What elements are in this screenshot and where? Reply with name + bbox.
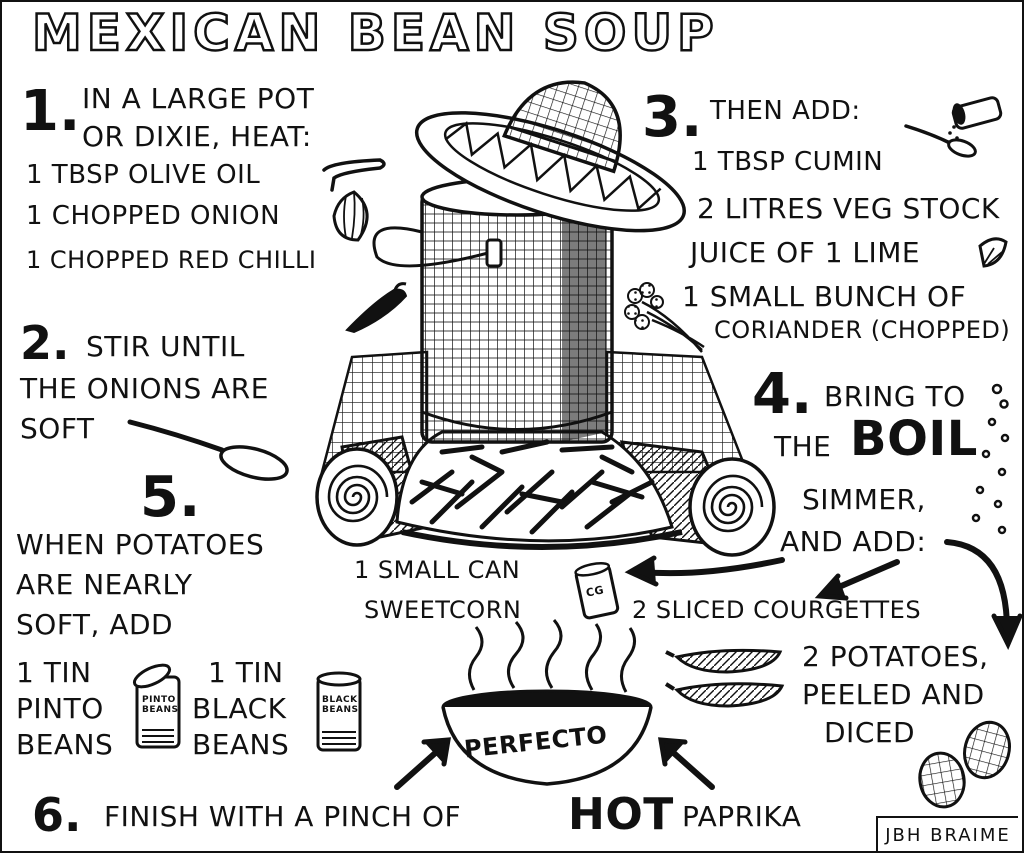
courgettes-label: 2 SLICED COURGETTES — [632, 596, 922, 624]
stirring-spoon-icon — [127, 419, 289, 481]
courgette-icon — [664, 648, 785, 708]
step-5-number: 5. — [140, 465, 201, 530]
step-6-number: 6. — [32, 788, 82, 842]
sweetcorn-line-1: 1 SMALL CAN — [354, 556, 521, 584]
step-1-number: 1. — [20, 79, 81, 144]
lime-icon — [978, 237, 1008, 268]
step-4-line-4: AND ADD: — [780, 525, 927, 558]
step-6-text-pre: FINISH WITH A PINCH OF — [104, 800, 462, 833]
kindling-pile — [395, 430, 683, 550]
step-2-number: 2. — [20, 316, 70, 370]
step-5-line-3: SOFT, ADD — [16, 608, 174, 641]
step-4-number: 4. — [752, 362, 813, 427]
step-1-item-oil: 1 TBSP OLIVE OIL — [26, 160, 261, 190]
arrows — [394, 539, 1022, 790]
cumin-spoon-icon — [904, 124, 977, 158]
arrow-left-to-bowl — [394, 744, 445, 790]
arrow-right-to-bowl — [664, 744, 715, 790]
chilli-icon — [345, 282, 408, 334]
sweetcorn-line-2: SWEETCORN — [364, 596, 522, 624]
arrow-to-sweetcorn — [639, 557, 785, 577]
soup-bowl — [441, 689, 653, 786]
pinto-line-3: BEANS — [16, 728, 114, 761]
step-2-line-2: THE ONIONS ARE — [20, 372, 269, 405]
sweetcorn-can-icon — [574, 562, 620, 620]
potatoes-line-2: PEELED AND — [802, 678, 985, 711]
step-5-line-1: WHEN POTATOES — [16, 528, 265, 561]
black-beans-line-2: BLACK — [192, 692, 287, 725]
step-4-line-3: SIMMER, — [802, 483, 926, 516]
step-3-item-coriander-2: CORIANDER (CHOPPED) — [714, 316, 1011, 344]
coriander-icon — [624, 282, 705, 353]
step-1-line-2: OR DIXIE, HEAT: — [82, 120, 312, 153]
pinto-line-1: 1 TIN — [16, 656, 92, 689]
step-2-line-1: STIR UNTIL — [86, 330, 245, 363]
onion-icon — [332, 190, 369, 242]
step-1-item-chilli: 1 CHOPPED RED CHILLI — [26, 246, 317, 274]
step-4-line-2-pre: THE — [774, 430, 832, 463]
step-1-item-onion: 1 CHOPPED ONION — [26, 201, 281, 231]
black-beans-can-label: BLACK BEANS — [322, 695, 359, 715]
step-1-line-1: IN A LARGE POT — [82, 82, 315, 115]
black-beans-can-icon — [316, 671, 362, 752]
step-6-text-post: PAPRIKA — [682, 800, 802, 833]
step-5-line-2: ARE NEARLY — [16, 568, 193, 601]
black-beans-line-1: 1 TIN — [208, 656, 284, 689]
cumin-shaker-icon — [946, 96, 1003, 144]
step-2-line-3: SOFT — [20, 412, 95, 445]
arrow-to-courgettes — [829, 559, 900, 593]
pinto-can-label: PINTO BEANS — [142, 695, 179, 715]
pinto-can-icon — [132, 663, 181, 749]
recipe-title: MEXICAN BEAN SOUP — [31, 3, 719, 64]
potato-icon — [918, 720, 1011, 809]
pinto-line-2: PINTO — [16, 692, 104, 725]
step-3-item-coriander-1: 1 SMALL BUNCH OF — [682, 280, 967, 313]
step-3-line-1: THEN ADD: — [710, 96, 861, 126]
arrow-to-potatoes — [944, 539, 1010, 633]
step-3-item-stock: 2 LITRES VEG STOCK — [697, 192, 1000, 225]
step-4-line-1: BRING TO — [824, 380, 966, 413]
potatoes-line-1: 2 POTATOES, — [802, 640, 989, 673]
steam-lines — [468, 619, 636, 693]
potatoes-line-3: DICED — [824, 716, 916, 749]
sombrero-hat — [414, 80, 686, 233]
boil-bubbles — [971, 383, 1010, 535]
step-4-boil-word: BOIL — [850, 411, 978, 467]
step-3-item-lime: JUICE OF 1 LIME — [690, 236, 921, 269]
black-beans-line-3: BEANS — [192, 728, 290, 761]
artist-signature: JBH BRAIME — [876, 816, 1018, 851]
step-3-number: 3. — [642, 85, 703, 150]
step-3-item-cumin: 1 TBSP CUMIN — [692, 147, 884, 177]
cooking-pot — [372, 177, 614, 444]
step-6-hot-word: HOT — [568, 789, 674, 840]
oil-spoon-icon — [322, 158, 386, 192]
